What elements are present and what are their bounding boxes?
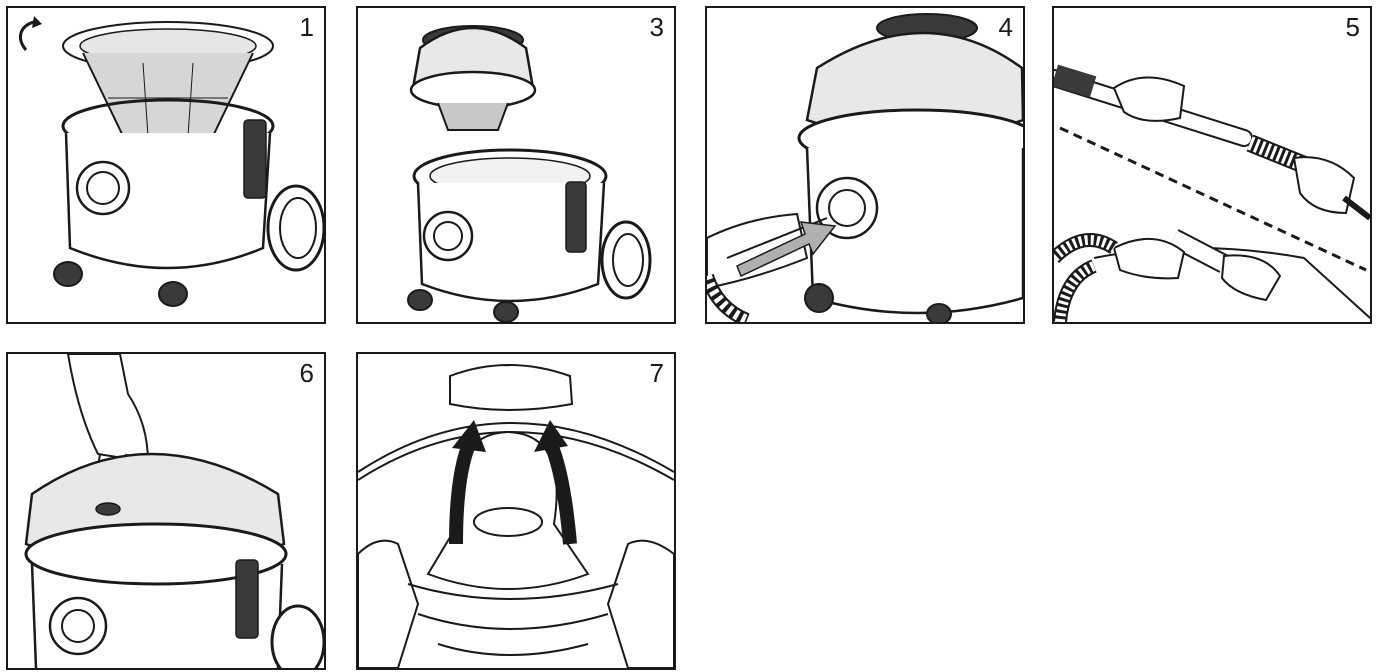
hand: [358, 541, 418, 668]
hand: [68, 354, 148, 462]
step-1-illustration: [8, 8, 324, 322]
castor-left: [54, 262, 82, 286]
step-7-panel: 7: [356, 352, 676, 670]
hand: [1222, 255, 1280, 300]
latch: [244, 120, 266, 198]
latch: [236, 560, 258, 638]
hand: [1114, 77, 1184, 120]
step-5-panel: 5: [1052, 6, 1372, 324]
step-1-panel: 1: [6, 6, 326, 324]
step-5-illustration: [1054, 8, 1370, 322]
step-number: 6: [300, 360, 314, 386]
filter-cone: [83, 53, 253, 136]
step-number: 5: [1346, 14, 1360, 40]
rear-wheel: [272, 606, 324, 668]
step-7-illustration: [358, 354, 674, 668]
step-6-illustration: [8, 354, 324, 668]
step-4-panel: 4: [705, 6, 1025, 324]
hand: [1114, 239, 1184, 278]
castor-front: [159, 282, 187, 306]
hand: [608, 541, 674, 668]
step-3-panel: 3: [356, 6, 676, 324]
latch: [566, 182, 586, 252]
step-number: 7: [650, 360, 664, 386]
rotate-arrow-icon: [20, 22, 34, 50]
hand: [1294, 157, 1354, 213]
step-number: 3: [650, 14, 664, 40]
step-6-panel: 6: [6, 352, 326, 670]
step-4-illustration: [707, 8, 1023, 322]
motor-filter-housing: [438, 103, 508, 130]
step-3-illustration: [358, 8, 674, 322]
step-number: 4: [999, 14, 1013, 40]
release-button: [96, 503, 120, 515]
inlet-collar: [450, 365, 572, 410]
step-number: 1: [300, 14, 314, 40]
